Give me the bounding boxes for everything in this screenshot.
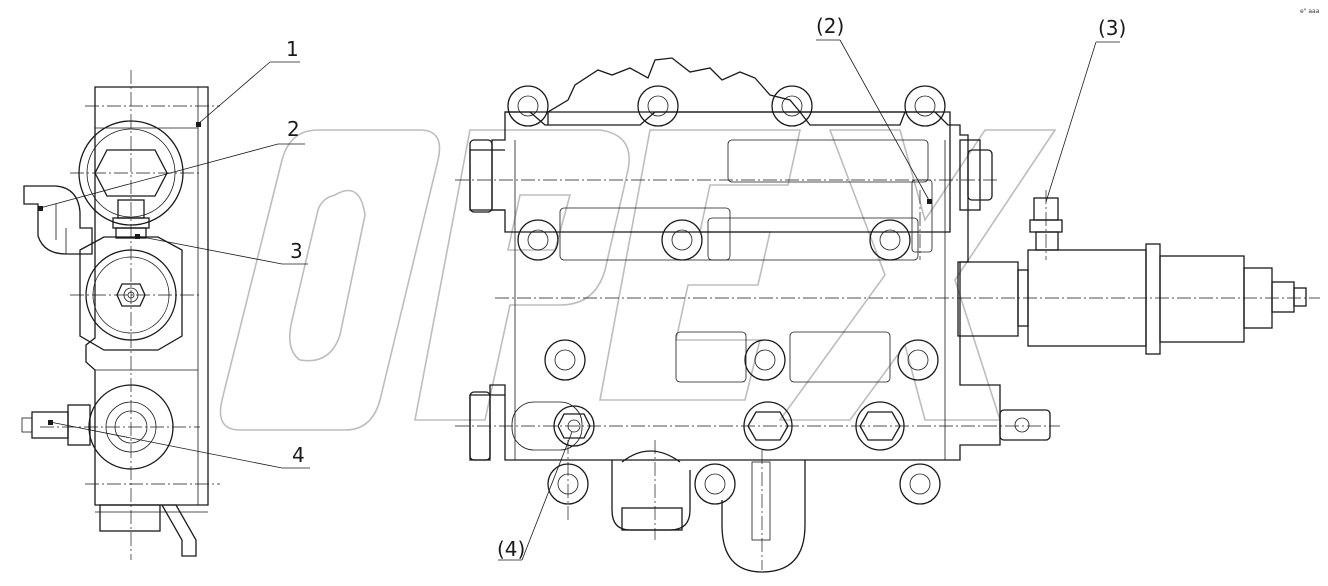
callout-2: 2 [287,117,300,141]
front-view [455,57,1320,573]
bolt-hole [517,219,559,261]
bolt-hole [637,85,679,127]
bolt-hole [897,339,939,381]
corner-mark: e" aaa [1300,8,1320,15]
opex-watermark [219,129,1057,431]
callout-paren-2: (2) [816,14,844,38]
bolt-hole [661,219,703,261]
bolt-hole [771,85,813,127]
callout-1: 1 [286,37,299,61]
bolt-hole [744,339,786,381]
bolt-hole [904,85,946,127]
callouts: 1 2 3 4 (2) (3) (4) [38,14,1126,561]
callout-paren-3: (3) [1098,16,1126,40]
bolt-hole [507,85,549,127]
side-view [21,70,220,560]
bolt-hole [544,339,586,381]
callout-3: 3 [290,239,303,263]
bolt-hole [869,219,911,261]
bolt-hole [899,463,941,505]
callout-4: 4 [292,443,305,467]
bolt-hole [694,463,736,505]
callout-paren-4: (4) [497,537,525,561]
